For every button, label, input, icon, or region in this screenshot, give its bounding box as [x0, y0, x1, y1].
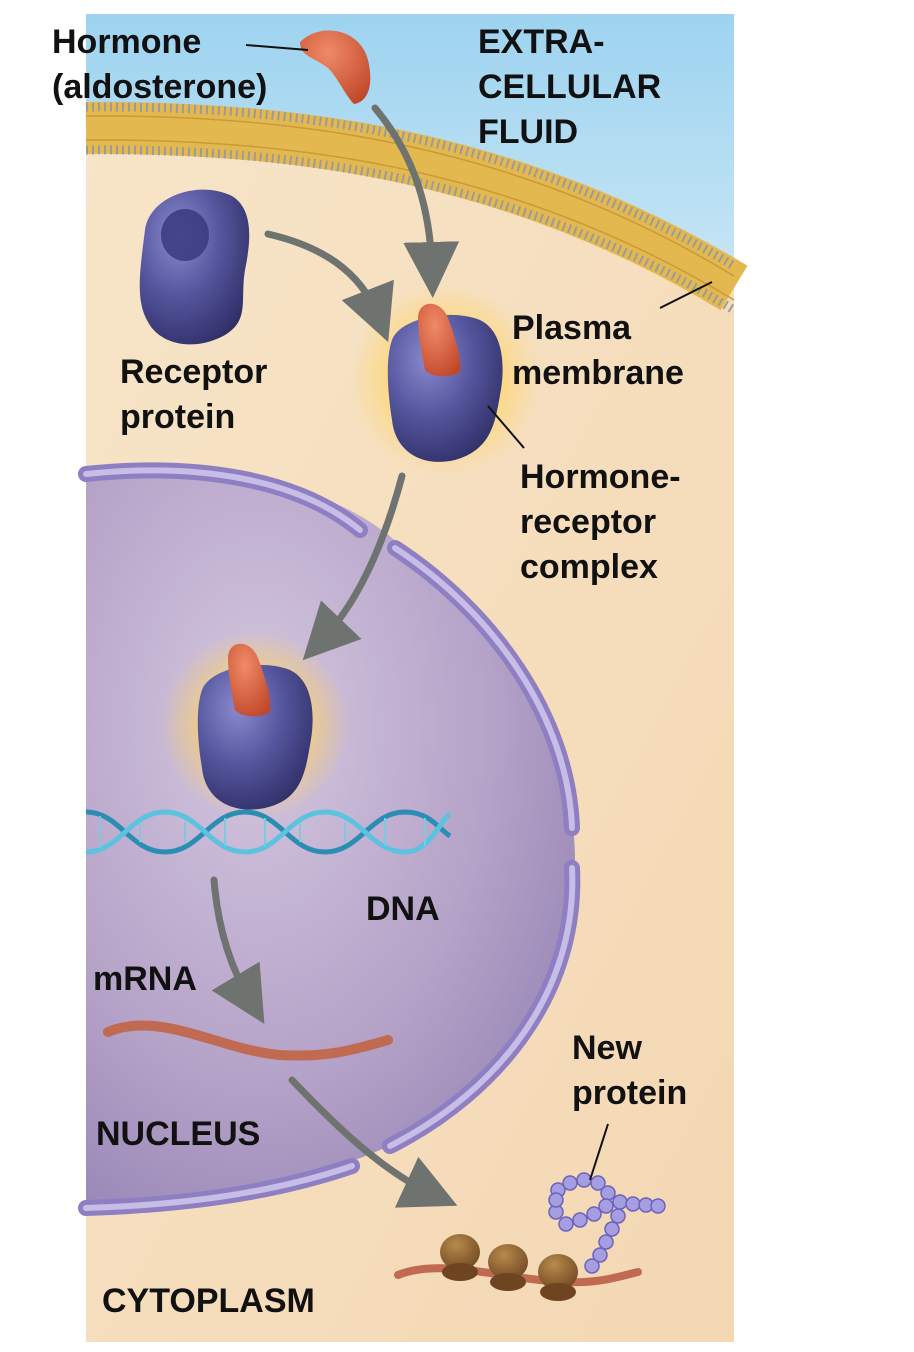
arrow-complex-to-dna — [302, 472, 406, 661]
extracellular-label-line-2: CELLULAR — [478, 68, 662, 106]
receptor-label-line-1: Receptor — [120, 353, 268, 391]
hormone-label-line-1: Hormone — [52, 23, 202, 61]
leader-new-protein — [589, 1123, 609, 1181]
complex-label-line-3: complex — [520, 548, 658, 586]
arrow-hormone-to-receptor — [371, 104, 460, 298]
ribosome — [538, 1254, 578, 1301]
leader-plasma-membrane — [659, 281, 713, 309]
leader-complex — [487, 405, 525, 449]
hormone-receptor-complex-label: Hormone- receptor complex — [520, 455, 681, 590]
new-protein-label-line-2: protein — [572, 1074, 688, 1112]
extracellular-label-line-1: EXTRA- — [478, 23, 605, 61]
dna-helix — [85, 809, 452, 855]
arrow-mrna-to-ribosome — [288, 1076, 458, 1208]
mrna-label: mRNA — [93, 960, 197, 998]
ribosomes — [440, 1234, 578, 1301]
arrow-receptor-to-complex — [264, 230, 394, 343]
label-leader-lines — [245, 44, 713, 1181]
mrna-strand — [103, 1020, 393, 1061]
hormone-receptor-complex — [350, 285, 540, 475]
hormone-receptor-complex-dna-bound — [160, 630, 350, 820]
hormone-label: Hormone (aldosterone) — [52, 20, 267, 110]
plasma-label-line-2: membrane — [512, 354, 684, 392]
new-protein-chain — [548, 1172, 666, 1274]
extracellular-label-line-3: FLUID — [478, 113, 579, 151]
hormone-molecule — [300, 30, 371, 104]
receptor-protein — [139, 189, 250, 345]
cytoplasm-label: CYTOPLASM — [102, 1282, 315, 1320]
pathway-arrows — [210, 104, 460, 1208]
leader-hormone — [245, 44, 309, 51]
complex-label-line-1: Hormone- — [520, 458, 681, 496]
arrow-dna-to-mrna — [210, 876, 265, 1025]
plasma-label-line-1: Plasma — [512, 309, 632, 347]
dna-label: DNA — [366, 890, 440, 928]
plasma-membrane-label: Plasma membrane — [512, 306, 684, 396]
complex-label-line-2: receptor — [520, 503, 657, 541]
ribosome — [488, 1244, 528, 1291]
new-protein-label: New protein — [572, 1026, 687, 1116]
nuclear-envelope — [78, 462, 581, 1216]
new-protein-label-line-1: New — [572, 1029, 642, 1067]
receptor-label-line-2: protein — [120, 398, 236, 436]
receptor-protein-label: Receptor protein — [120, 350, 267, 440]
ribosome — [440, 1234, 480, 1281]
extracellular-fluid-label: EXTRA- CELLULAR FLUID — [478, 20, 661, 155]
nucleus-label: NUCLEUS — [96, 1115, 261, 1153]
hormone-label-line-2: (aldosterone) — [52, 68, 268, 106]
